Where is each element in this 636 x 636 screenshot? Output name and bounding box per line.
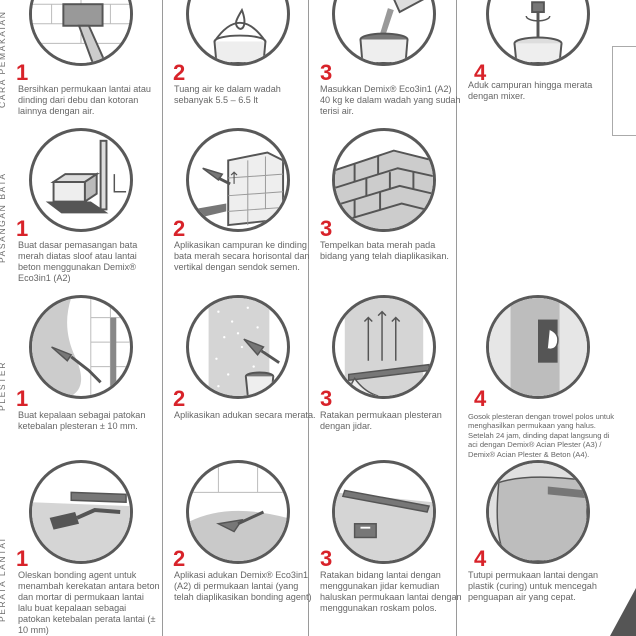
- step-text: Ratakan permukaan plesteran dengan jidar…: [320, 410, 442, 431]
- illustration-brick-wall: [332, 128, 436, 232]
- step-number: 3: [320, 386, 333, 411]
- plaster-apply-icon: [208, 298, 280, 396]
- illustration-plaster-guide: [29, 295, 133, 399]
- illustration-pour-mortar: [332, 0, 436, 66]
- illustration-brick-trowel: [186, 128, 290, 232]
- corner-decoration: [610, 588, 636, 636]
- step-number: 1: [16, 546, 29, 571]
- row-label-pasangan-bata: PASANGAN BATA: [0, 172, 7, 264]
- step-text: Oleskan bonding agent untuk menambah ker…: [18, 570, 160, 635]
- illustration-plaster-smooth: [486, 295, 590, 399]
- side-panel-frame: [612, 46, 636, 136]
- mixer-bucket-icon: [513, 1, 563, 63]
- plaster-guide-icon: [32, 298, 130, 396]
- brick-wall-icon: [335, 149, 433, 229]
- row-label-plester: PLESTER: [0, 361, 7, 411]
- step-number: 2: [173, 386, 186, 411]
- step-text: Buat kepalaan sebagai patokan ketebalan …: [18, 410, 146, 431]
- illustration-water-bucket: [186, 0, 290, 66]
- step-number: 2: [173, 216, 186, 241]
- illustration-mixer-bucket: [486, 0, 590, 66]
- step-text: Buat dasar pemasangan bata merah diatas …: [18, 240, 138, 283]
- brick-base-icon: [45, 139, 127, 214]
- plaster-level-icon: [343, 298, 430, 396]
- illustration-bonding-brush: [29, 460, 133, 564]
- row-label-cara-pemakaian: CARA PEMAKAIAN: [0, 10, 7, 108]
- illustration-floor-level: [332, 460, 436, 564]
- step-text: Aplikasikan adukan secara merata.: [174, 410, 316, 420]
- step-number: 4: [474, 546, 487, 571]
- step-text: Tempelkan bata merah pada bidang yang te…: [320, 240, 449, 261]
- step-text: Tuang air ke dalam wadah sebanyak 5.5 – …: [174, 84, 281, 105]
- illustration-wall-cleaning: [29, 0, 133, 66]
- wall-cleaning-icon: [32, 0, 130, 63]
- step-text: Masukkan Demix® Eco3in1 (A2) 40 kg ke da…: [320, 84, 461, 116]
- step-number: 1: [16, 60, 29, 85]
- water-bucket-icon: [213, 7, 267, 63]
- step-number: 3: [320, 546, 333, 571]
- step-text: Gosok plesteran dengan trowel polos untu…: [468, 412, 615, 459]
- pour-mortar-icon: [359, 0, 425, 63]
- row-label-perata-lantai: PERATA LANTAI: [0, 537, 7, 623]
- plaster-smooth-icon: [489, 298, 587, 396]
- illustration-floor-curing: [486, 460, 590, 564]
- step-number: 1: [16, 386, 29, 411]
- illustration-floor-apply: [186, 460, 290, 564]
- step-number: 3: [320, 216, 333, 241]
- floor-apply-icon: [189, 463, 287, 561]
- illustration-plaster-level: [332, 295, 436, 399]
- step-text: Ratakan bidang lantai dengan menggunakan…: [320, 570, 462, 613]
- step-number: 2: [173, 546, 186, 571]
- column-divider: [162, 0, 163, 636]
- column-divider: [456, 0, 457, 636]
- bonding-brush-icon: [32, 491, 130, 561]
- step-number: 4: [474, 386, 487, 411]
- step-text: Tutupi permukaan lantai dengan plastik (…: [468, 570, 599, 602]
- step-text: Bersihkan permukaan lantai atau dinding …: [18, 84, 151, 116]
- column-divider: [308, 0, 309, 636]
- step-number: 3: [320, 60, 333, 85]
- step-number: 2: [173, 60, 186, 85]
- illustration-brick-base: [29, 128, 133, 232]
- step-text: Aduk campuran hingga merata dengan mixer…: [468, 80, 593, 101]
- step-number: 4: [474, 60, 487, 85]
- step-number: 1: [16, 216, 29, 241]
- illustration-plaster-apply: [186, 295, 290, 399]
- floor-curing-icon: [489, 463, 587, 561]
- brick-trowel-icon: [192, 151, 285, 227]
- floor-level-icon: [335, 489, 433, 561]
- step-text: Aplikasikan campuran ke dinding bata mer…: [174, 240, 310, 272]
- step-text: Aplikasi adukan Demix® Eco3in1 (A2) di p…: [174, 570, 312, 602]
